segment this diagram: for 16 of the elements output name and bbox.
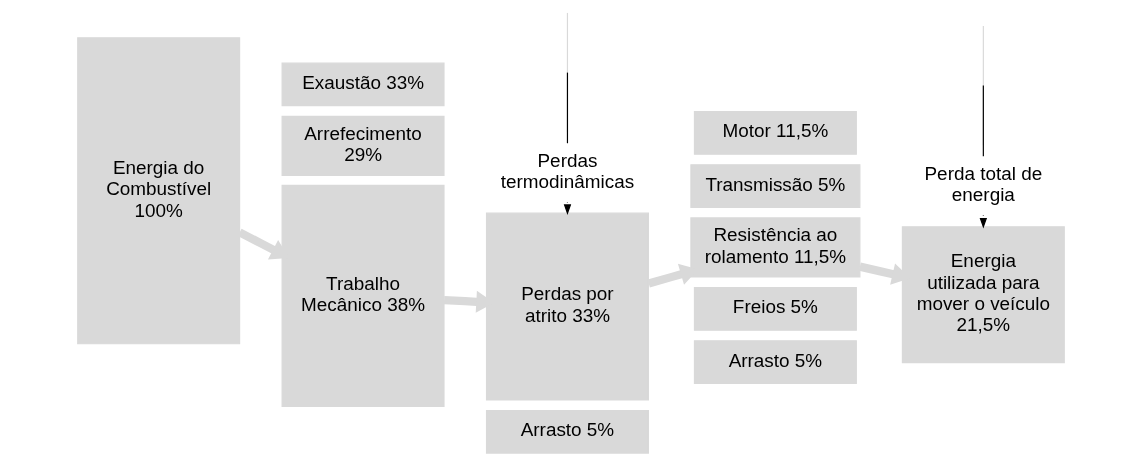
node-box: Energia utilizada para mover o veículo 21,5% bbox=[901, 226, 1065, 364]
node-box: Transmissão 5% bbox=[689, 164, 860, 208]
node-box: Trabalho Mecânico 38% bbox=[281, 184, 445, 407]
node-box: Perdas por atrito 33% bbox=[485, 212, 649, 401]
connector bbox=[982, 85, 984, 157]
node-box: Exaustão 33% bbox=[281, 62, 445, 107]
connector bbox=[566, 72, 568, 144]
node-box: Arrefecimento 29% bbox=[281, 115, 445, 176]
node-box: Energia do Combustível 100% bbox=[76, 37, 240, 345]
node-text: Perda total de energia bbox=[924, 162, 1042, 206]
node-box: Resistência ao rolamento 11,5% bbox=[689, 217, 860, 278]
node-box: Motor 11,5% bbox=[693, 111, 857, 155]
node-box: Arrasto 5% bbox=[485, 409, 649, 454]
node-box: Arrasto 5% bbox=[693, 340, 857, 384]
node-text: Perdas termodinâmicas bbox=[500, 149, 634, 193]
node-box: Freios 5% bbox=[693, 287, 857, 331]
